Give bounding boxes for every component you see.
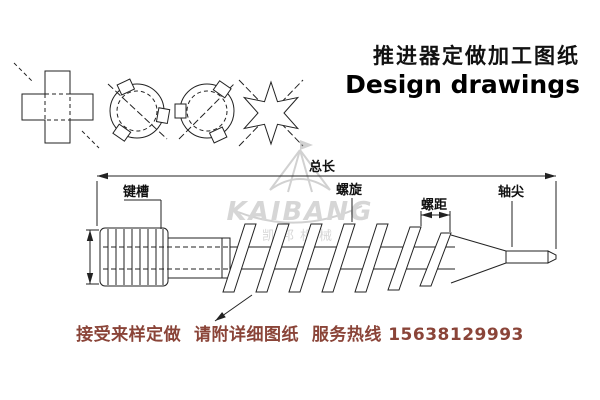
label-keyway: 键槽 xyxy=(122,184,149,200)
star-spline-section-icon xyxy=(238,79,304,147)
page-title-english: Design drawings xyxy=(345,70,580,100)
watermark-brand: KAIBANG xyxy=(227,197,374,227)
label-total-length: 总长 xyxy=(309,159,336,175)
label-pitch: 螺距 xyxy=(421,197,447,213)
screw-flights xyxy=(222,223,452,293)
spline-teeth xyxy=(107,229,164,285)
auger-part xyxy=(86,223,557,293)
title-block: 推进器定做加工图纸 Design drawings xyxy=(345,44,580,100)
label-spiral: 螺旋 xyxy=(336,182,363,198)
lugged-bore-section-icon xyxy=(174,80,236,144)
label-shaft-tip: 轴尖 xyxy=(498,184,524,200)
keyed-bore-section-icon xyxy=(107,78,171,142)
footer-hotline-text: 接受来样定做 请附详细图纸 服务热线 15638129993 xyxy=(76,325,524,345)
dimension-labels: 总长 键槽 螺旋 螺距 轴尖 xyxy=(122,159,524,213)
page-title-chinese: 推进器定做加工图纸 xyxy=(373,44,580,68)
dimension-lines xyxy=(96,172,557,322)
cross-spline-section-icon xyxy=(13,62,100,149)
